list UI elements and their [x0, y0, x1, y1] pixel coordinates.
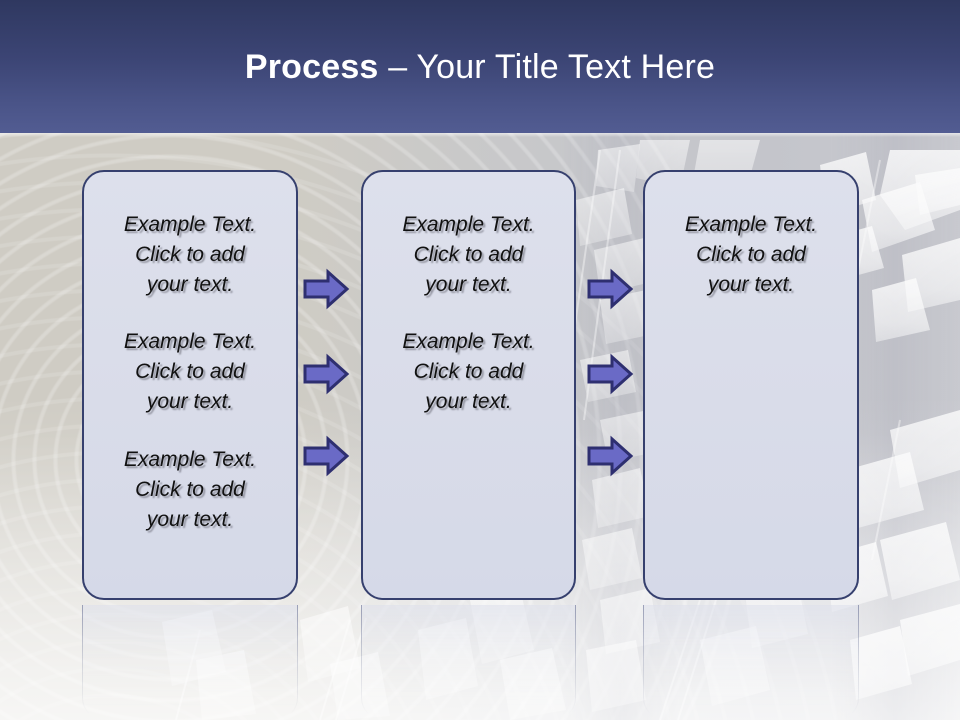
page-title: Process – Your Title Text Here — [0, 48, 960, 87]
title-bar-underline — [0, 133, 960, 137]
box-1-text-block-3[interactable]: Example Text. Click to add your text. — [123, 447, 257, 531]
right-arrow-icon-1-2[interactable] — [302, 353, 350, 395]
page-title-rest: – Your Title Text Here — [378, 48, 716, 86]
process-box-2[interactable]: Example Text. Click to add your text. Ex… — [361, 170, 576, 600]
right-arrow-icon-2-1[interactable] — [586, 268, 634, 310]
title-bar — [0, 0, 960, 133]
box-reflection-2 — [361, 605, 576, 720]
box-3-text-block-1[interactable]: Example Text. Click to add your text. — [684, 213, 818, 296]
page-title-bold: Process — [244, 48, 379, 86]
box-1-text-block-1[interactable]: Example Text. Click to add your text. — [123, 213, 257, 296]
box-2-text-block-1[interactable]: Example Text. Click to add your text. — [402, 213, 535, 296]
box-2-text-block-2[interactable]: Example Text. Click to add your text. — [402, 330, 535, 414]
right-arrow-icon-2-2[interactable] — [586, 353, 634, 395]
right-arrow-icon-1-1[interactable] — [302, 268, 350, 310]
process-box-1[interactable]: Example Text. Click to add your text. Ex… — [82, 170, 298, 600]
box-reflection-1 — [82, 605, 298, 720]
process-box-3[interactable]: Example Text. Click to add your text. — [643, 170, 859, 600]
right-arrow-icon-1-3[interactable] — [302, 435, 350, 477]
box-1-text-block-2[interactable]: Example Text. Click to add your text. — [123, 330, 257, 414]
box-reflection-3 — [643, 605, 859, 720]
right-arrow-icon-2-3[interactable] — [586, 435, 634, 477]
